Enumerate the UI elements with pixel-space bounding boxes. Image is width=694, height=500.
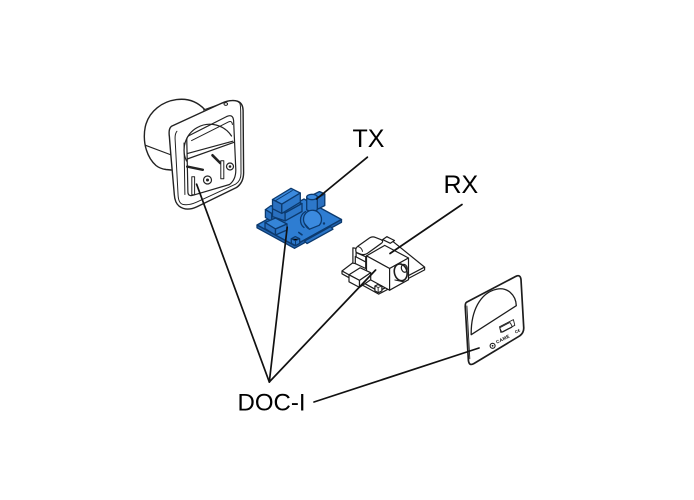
svg-text:C€: C€ — [514, 327, 522, 334]
svg-text:CAME: CAME — [495, 334, 510, 345]
svg-text:DOC-I: DOC-I — [238, 390, 306, 417]
svg-text:RX: RX — [444, 171, 479, 199]
svg-text:TX: TX — [353, 125, 385, 153]
